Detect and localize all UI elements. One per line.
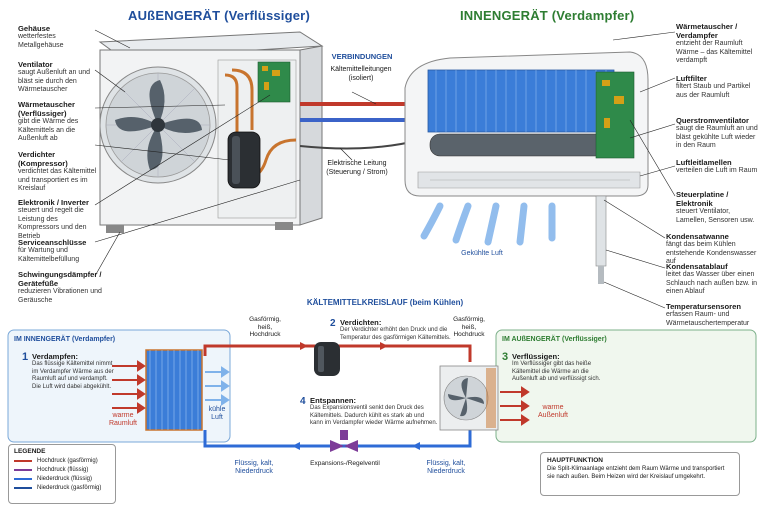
label-compressor: Verdichter (Kompressor)verdichtet das Kä… [18, 150, 97, 192]
warm-room-air-arrows [112, 360, 146, 414]
liquid-cold-left-label: Flüssig, kalt, Niederdruck [234, 460, 274, 475]
step-4-text: Entspannen:Das Expansionsventil senkt de… [310, 396, 438, 426]
leader-lines [94, 29, 676, 309]
expansion-valve-label: Expansions-/Regelventil [310, 460, 380, 467]
connection-pointers [339, 91, 377, 161]
step-3-text: Verflüssigen:Im Verflüssiger gibt das he… [512, 352, 601, 382]
legend-item: Hochdruck (flüssig) [14, 467, 110, 473]
outdoor-cycle-box-title: IM AUßENGERÄT (Verflüssiger) [502, 336, 607, 343]
cycle-title: KÄLTEMITTELKREISLAUF (beim Kühlen) [306, 298, 464, 307]
connections-title: VERBINDUNGEN [331, 52, 393, 61]
connections-pipes-label: Kältemittelleitungen (isoliert) [330, 66, 392, 82]
cool-air-label: kühle Luft [208, 406, 226, 421]
legend-title: LEGENDE [14, 448, 46, 455]
cycle-compressor-illustration [314, 342, 340, 376]
main-function-text: Die Split-Klimaanlage entzieht dem Raum … [547, 466, 725, 480]
indoor-cycle-box-title: IM INNENGERÄT (Verdampfer) [14, 336, 116, 343]
outdoor-unit-illustration [98, 31, 324, 233]
indoor-unit-illustration [404, 51, 649, 284]
warm-room-air-label: warme Raumluft [108, 412, 137, 427]
cycle-outdoor-unit-illustration [439, 365, 499, 431]
outdoor-unit-heading: AUßENGERÄT (Verflüssiger) [128, 8, 310, 23]
expansion-valve-illustration [330, 430, 358, 452]
cooled-air-label: Gekühlte Luft [461, 250, 503, 257]
warm-outside-air-arrows [500, 386, 530, 426]
gas-hot-right-label: Gasförmig, heiß, Hochdruck [453, 316, 485, 338]
legend-item: Niederdruck (gasförmig) [14, 485, 110, 491]
warm-outside-air-label: warme Außenluft [538, 404, 568, 419]
evaporator-coil-illustration [145, 349, 203, 431]
step-1-number: 1 [22, 351, 29, 363]
indoor-unit-heading: INNENGERÄT (Verdampfer) [460, 8, 635, 23]
outdoor-cycle-box [495, 329, 757, 443]
cooled-air-arrows [420, 202, 556, 246]
legend-item: Hochdruck (gasförmig) [14, 458, 110, 464]
step-2-text: Verdichten:Der Verdichter erhöht den Dru… [340, 318, 451, 341]
legend: LEGENDE Hochdruck (gasförmig) Hochdruck … [8, 444, 116, 504]
main-function-title: HAUPTFUNKTION [547, 457, 603, 464]
step-2-number: 2 [330, 318, 336, 329]
gas-hot-left-label: Gasförmig, heiß, Hochdruck [249, 316, 281, 338]
step-1-text: Verdampfen:Das flüssige Kältemittel nimm… [32, 352, 114, 390]
main-function-box: HAUPTFUNKTION Die Split-Klimaanlage entz… [540, 452, 740, 496]
legend-item: Niederdruck (flüssig) [14, 476, 110, 482]
connections-cable-label: Elektrische Leitung (Steuerung / Strom) [326, 160, 388, 176]
step-4-number: 4 [300, 396, 306, 407]
liquid-cold-right-label: Flüssig, kalt, Niederdruck [426, 460, 466, 475]
step-3-number: 3 [502, 351, 509, 363]
label-condenser: Wärmetauscher (Verflüssiger)gibt die Wär… [18, 100, 79, 142]
cool-air-arrows [205, 366, 230, 406]
